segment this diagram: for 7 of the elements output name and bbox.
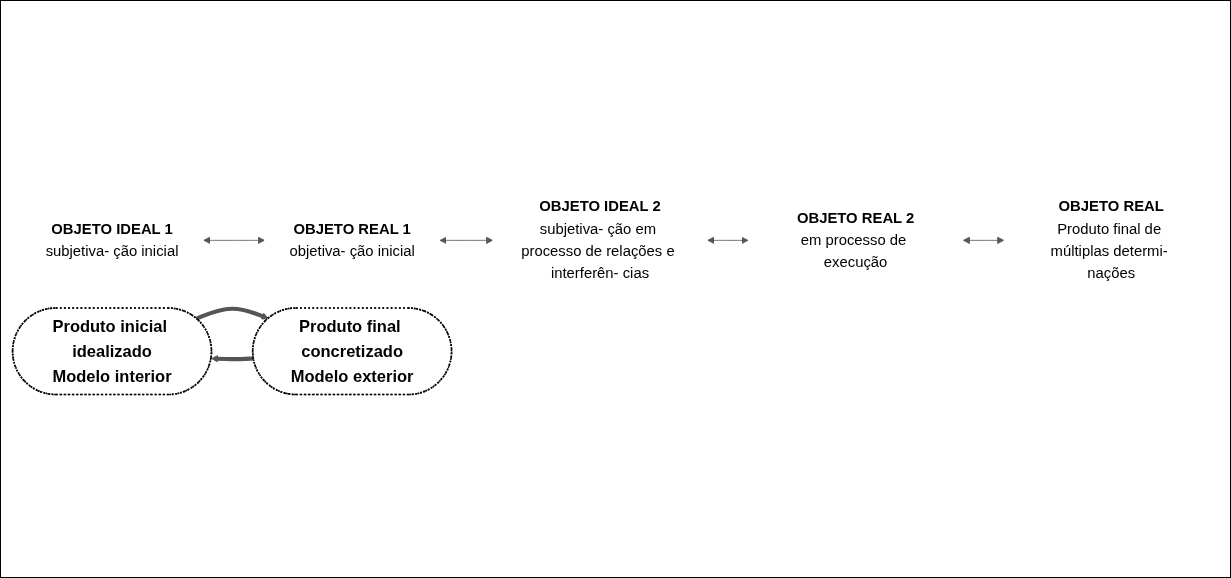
node-text: OBJETO IDEAL 2 subjetiva- ção em processo de relações e interferên- cias	[521, 198, 675, 282]
arrow	[211, 355, 254, 363]
node-text: OBJETO REAL 2 em processo de execução	[796, 209, 915, 271]
node-text: OBJETO IDEAL 1 subjetiva- ção inicial	[45, 220, 179, 260]
node-text: OBJETO REAL 1 objetiva- ção inicial	[289, 220, 415, 260]
arrow	[195, 306, 269, 321]
node-text: OBJETO REAL Produto final de múltiplas determi- nações	[1050, 198, 1168, 282]
